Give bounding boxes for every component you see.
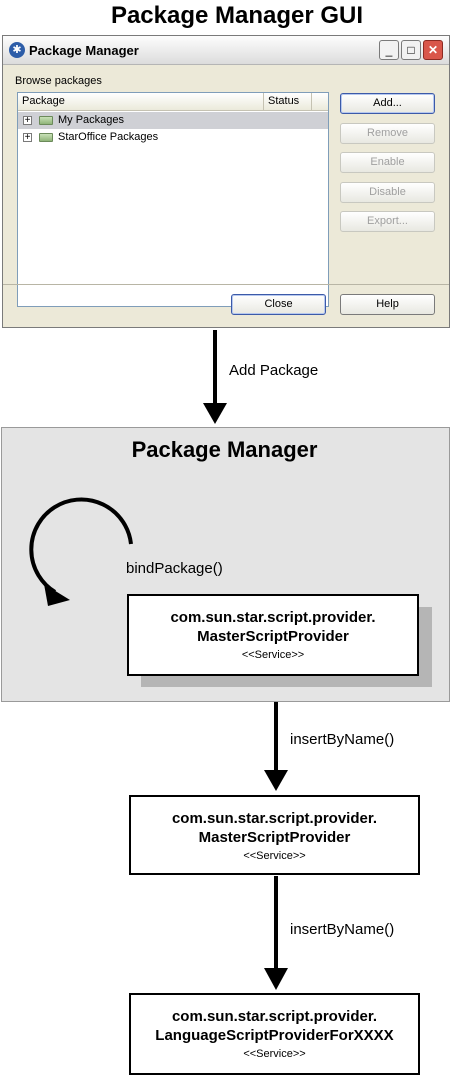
close-button[interactable]: Close: [231, 294, 326, 315]
minimize-icon[interactable]: _: [379, 40, 399, 60]
add-package-label: Add Package: [229, 362, 319, 379]
app-icon: ✱: [9, 42, 25, 58]
list-item[interactable]: + My Packages: [18, 112, 328, 129]
service-name-line2: LanguageScriptProviderForXXXX: [155, 1027, 394, 1044]
export-button[interactable]: Export...: [340, 211, 435, 232]
service-stereotype: <<Service>>: [241, 649, 305, 661]
master-script-provider-box: com.sun.star.script.provider. MasterScri…: [127, 594, 419, 676]
master-script-provider-box: com.sun.star.script.provider. MasterScri…: [129, 795, 420, 875]
service-name-line2: MasterScriptProvider: [198, 829, 351, 846]
remove-button[interactable]: Remove: [340, 123, 435, 144]
title-bar[interactable]: ✱ Package Manager _ □ ✕: [3, 36, 449, 65]
enable-button[interactable]: Enable: [340, 152, 435, 173]
down-arrow-icon: [264, 876, 288, 990]
maximize-icon[interactable]: □: [401, 40, 421, 60]
list-header: Package Status: [18, 93, 328, 111]
add-button[interactable]: Add...: [340, 93, 435, 114]
column-header-status[interactable]: Status: [268, 95, 300, 107]
list-item-label: My Packages: [58, 114, 125, 126]
package-manager-dialog: ✱ Package Manager _ □ ✕ Browse packages …: [2, 35, 450, 328]
package-icon: [39, 116, 53, 125]
service-stereotype: <<Service>>: [243, 1048, 306, 1060]
down-arrow-icon: [203, 330, 227, 424]
help-button[interactable]: Help: [340, 294, 435, 315]
close-icon[interactable]: ✕: [423, 40, 443, 60]
language-script-provider-box: com.sun.star.script.provider. LanguageSc…: [129, 993, 420, 1075]
browse-packages-label: Browse packages: [15, 75, 102, 87]
package-list[interactable]: Package Status + My Packages + StarOffic…: [17, 92, 329, 307]
service-stereotype: <<Service>>: [243, 850, 306, 862]
list-item-label: StarOffice Packages: [58, 131, 159, 143]
service-name-line1: com.sun.star.script.provider.: [171, 810, 378, 827]
service-name-line2: MasterScriptProvider: [197, 628, 349, 645]
disable-button[interactable]: Disable: [340, 182, 435, 203]
page-title: Package Manager GUI: [110, 2, 364, 29]
dialog-title: Package Manager: [29, 43, 139, 58]
list-item[interactable]: + StarOffice Packages: [18, 129, 328, 146]
service-name-line1: com.sun.star.script.provider.: [171, 1008, 378, 1025]
column-divider[interactable]: [263, 93, 264, 110]
container-title: Package Manager: [131, 437, 318, 462]
column-divider[interactable]: [311, 93, 312, 110]
insert-by-name-label: insertByName(): [290, 921, 395, 938]
expand-icon[interactable]: +: [23, 115, 32, 126]
bind-package-label: bindPackage(): [126, 560, 223, 577]
service-name-line1: com.sun.star.script.provider.: [170, 609, 376, 626]
package-icon: [39, 133, 53, 142]
insert-by-name-label: insertByName(): [290, 731, 395, 748]
divider: [3, 284, 449, 285]
column-header-package[interactable]: Package: [22, 95, 65, 107]
expand-icon[interactable]: +: [23, 132, 32, 143]
